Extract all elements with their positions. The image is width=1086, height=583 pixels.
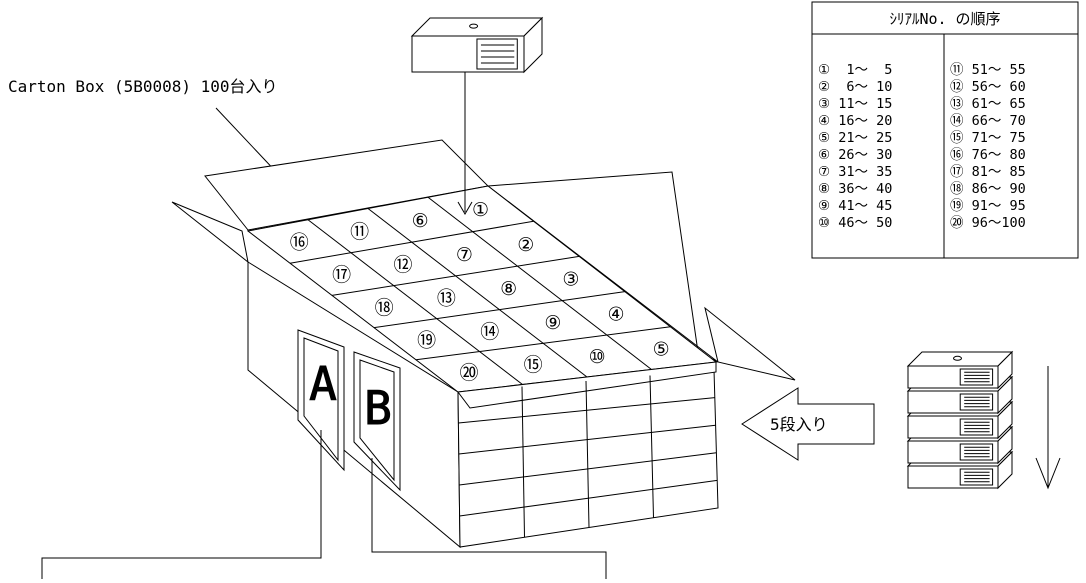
- grid-line: [307, 219, 523, 385]
- slot-grid: [289, 196, 671, 385]
- slot-number: ⑩: [589, 346, 606, 368]
- grid-line: [367, 208, 588, 378]
- table-row-left: ⑦ 31～ 35: [818, 164, 892, 180]
- table-row-right: ⑬ 61～ 65: [950, 96, 1026, 112]
- layer-lines: [458, 375, 718, 538]
- unit-side: [523, 16, 543, 74]
- label-b-frame: [353, 351, 401, 492]
- slot-number: ②: [517, 234, 534, 256]
- column-line: [521, 386, 525, 538]
- column-line: [649, 375, 654, 518]
- table-row-right: ⑪ 51～ 55: [950, 62, 1026, 78]
- table-row-left: ③ 11～ 15: [818, 96, 892, 112]
- slot-number: ⑧: [500, 278, 517, 300]
- slot-number: ⑬: [437, 287, 456, 309]
- carton-label: Carton Box (5B0008) 100台入り: [8, 77, 278, 96]
- carton-box: ⑯ ⑰ ⑱ ⑲ ⑳ ⑪ ⑫ ⑬ ⑭ ⑮ ⑥ ⑦ ⑧ ⑨ ⑩ ① ② ③ ④ ⑤ A B: [171, 139, 796, 549]
- slot-number: ⑳: [460, 362, 479, 384]
- unit-label: [959, 393, 994, 411]
- slot-number: ⑪: [350, 221, 369, 243]
- slot-number: ⑯: [290, 232, 309, 254]
- unit-side: [997, 450, 1013, 490]
- table-title: ｼﾘｱﾙNo. の順序: [889, 10, 1000, 28]
- slot-number: ⑤: [653, 338, 670, 360]
- stack-arrow-label: 5段入り: [770, 415, 828, 434]
- unit-front: [411, 35, 525, 73]
- slot-number: ⑱: [375, 297, 394, 319]
- unit-side: [997, 400, 1013, 440]
- slot-number: ③: [562, 269, 579, 291]
- table-row-left: ⑨ 41～ 45: [818, 198, 892, 214]
- table-row-right: ⑲ 91～ 95: [950, 198, 1026, 214]
- table-row-right: ⑰ 81～ 85: [950, 164, 1026, 180]
- table-row-left: ② 6～ 10: [818, 79, 892, 95]
- slot-number: ⑫: [394, 254, 413, 276]
- slot-number: ⑨: [544, 312, 561, 334]
- side-label-a: A: [297, 329, 345, 472]
- table-row-right: ⑮ 71～ 75: [950, 130, 1026, 146]
- table-row-left: ④ 16～ 20: [818, 113, 892, 129]
- unit-label: [959, 468, 994, 486]
- table-row-right: ⑯ 76～ 80: [950, 147, 1026, 163]
- unit-top-face: [906, 351, 1014, 367]
- unit-stack: [906, 350, 1014, 490]
- table-row-left: ⑤ 21～ 25: [818, 130, 892, 146]
- unit-label: [959, 443, 994, 461]
- table-row-left: ⑥ 26～ 30: [818, 147, 892, 163]
- grid-line: [427, 196, 652, 370]
- label-b-inner: [359, 359, 395, 482]
- slot-number: ⑥: [412, 210, 429, 232]
- label-a-frame: [297, 329, 345, 472]
- unit-notch: [953, 355, 962, 361]
- column-line: [585, 380, 590, 528]
- table-row-right: ⑱ 86～ 90: [950, 181, 1026, 197]
- slot-number: ⑮: [524, 354, 543, 376]
- table-row-right: ⑫ 56～ 60: [950, 79, 1026, 95]
- serial-order-table: ｼﾘｱﾙNo. の順序 ① 1～ 5② 6～ 10③ 11～ 15④ 16～ 2…: [811, 1, 1079, 259]
- label-b-leader: [371, 458, 607, 579]
- slot-numbers: ⑯ ⑰ ⑱ ⑲ ⑳ ⑪ ⑫ ⑬ ⑭ ⑮ ⑥ ⑦ ⑧ ⑨ ⑩ ① ② ③ ④ ⑤: [290, 199, 670, 384]
- slot-number: ⑭: [480, 321, 499, 343]
- label-a-letter: A: [309, 357, 337, 411]
- table-frame: [811, 1, 1079, 259]
- table-row-right: ⑭ 66～ 70: [950, 113, 1026, 129]
- right-side-flap: [704, 306, 796, 381]
- table-row-left: ⑧ 36～ 40: [818, 181, 892, 197]
- unit-label: [959, 418, 994, 436]
- label-a-inner: [303, 337, 339, 462]
- unit-notch: [469, 23, 479, 29]
- carton-label-leader: [215, 107, 281, 177]
- slot-number: ⑰: [332, 264, 351, 286]
- unit-side: [997, 375, 1013, 415]
- slot-number: ①: [472, 199, 489, 221]
- unit-label: [476, 38, 518, 70]
- table-row-left: ⑩ 46～ 50: [818, 215, 892, 231]
- label-b-letter: B: [364, 381, 392, 435]
- label-a-leader: [41, 430, 322, 579]
- table-left-column: ① 1～ 5② 6～ 10③ 11～ 15④ 16～ 20⑤ 21～ 25⑥ 2…: [818, 62, 892, 231]
- unit-top: [410, 16, 544, 74]
- table-row-right: ⑳ 96～100: [950, 215, 1026, 231]
- unit-side: [997, 425, 1013, 465]
- unit-side: [997, 350, 1013, 390]
- stack-arrow-shape: [741, 387, 875, 461]
- stack-arrow: 5段入り: [741, 387, 875, 461]
- slot-number: ⑲: [417, 329, 436, 351]
- unit-label: [959, 368, 994, 386]
- table-row-left: ① 1～ 5: [818, 62, 892, 78]
- slot-number: ④: [608, 304, 625, 326]
- slot-number: ⑦: [456, 244, 473, 266]
- side-label-b: B: [353, 351, 401, 492]
- drop-arrow-head: [457, 201, 473, 215]
- stack-down-arrow-head: [1035, 457, 1061, 490]
- left-flap: [171, 201, 249, 264]
